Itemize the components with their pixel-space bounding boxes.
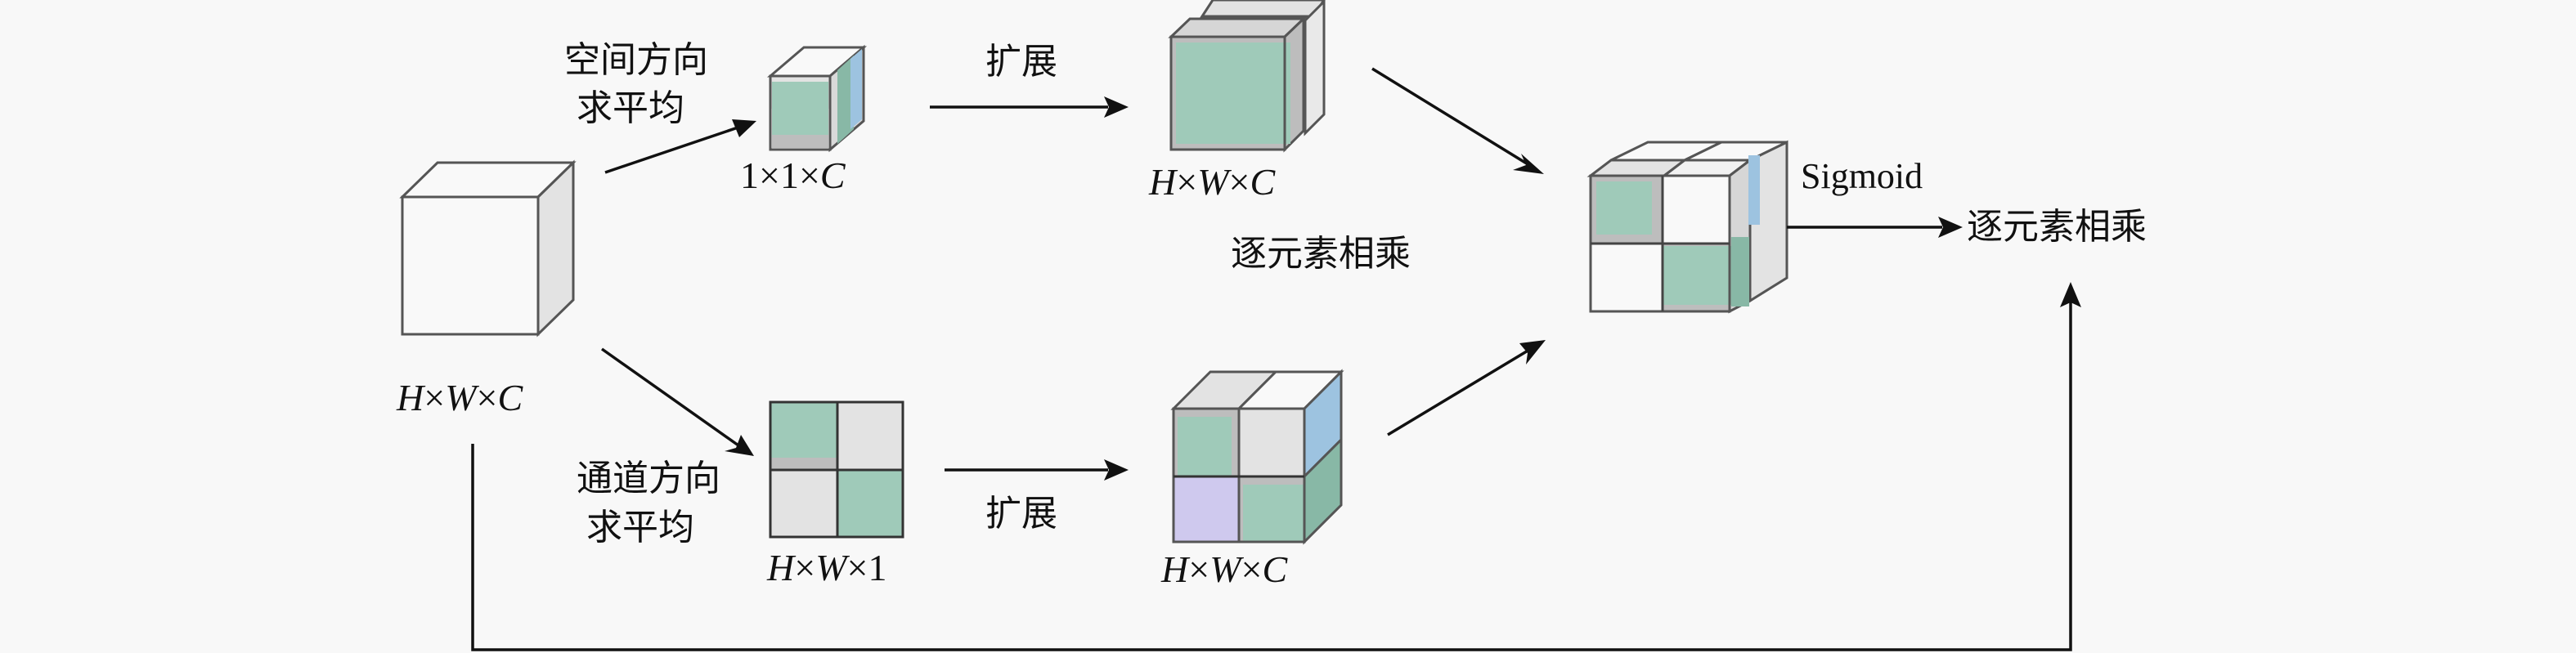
input-dim-label: H×W×C bbox=[396, 377, 523, 418]
spatial-expanded-cube bbox=[1168, 0, 1326, 153]
elementwise-mid-label: 逐元素相乘 bbox=[1231, 233, 1411, 275]
arrow-sigmoid bbox=[1787, 217, 1963, 238]
input-feature-cube bbox=[399, 159, 577, 338]
expand-bottom-label: 扩展 bbox=[985, 493, 1057, 534]
arrow-to-spatial-avg bbox=[604, 119, 756, 174]
arrow-channel-to-combined bbox=[1387, 340, 1546, 436]
channel-expanded-dim-label: H×W×C bbox=[1160, 548, 1288, 590]
sigmoid-label: Sigmoid bbox=[1801, 156, 1923, 196]
spatial-avg-dim-label: 1×1×C bbox=[740, 154, 846, 196]
spatial-avg-label-line1: 空间方向 bbox=[564, 39, 708, 81]
channel-avg-label-line2: 求平均 bbox=[586, 507, 694, 548]
skip-connection bbox=[471, 282, 2081, 651]
expand-top-label: 扩展 bbox=[985, 41, 1057, 83]
spatial-expanded-dim-label: H×W×C bbox=[1148, 161, 1276, 203]
channel-avg-label-line1: 通道方向 bbox=[577, 458, 720, 499]
output-label: 逐元素相乘 bbox=[1967, 206, 2147, 248]
spatial-avg-label-line2: 求平均 bbox=[577, 87, 684, 129]
channel-avg-dim-label: H×W×1 bbox=[766, 547, 886, 588]
arrow-expand-top bbox=[930, 96, 1129, 118]
arrow-spatial-to-combined bbox=[1371, 67, 1544, 174]
combined-attention-cube bbox=[1586, 140, 1788, 314]
channel-avg-map bbox=[769, 400, 904, 539]
arrow-expand-bottom bbox=[945, 459, 1129, 481]
spatial-avg-cube bbox=[766, 44, 868, 153]
channel-expanded-cube bbox=[1170, 369, 1344, 545]
arrow-to-channel-avg bbox=[600, 347, 754, 456]
